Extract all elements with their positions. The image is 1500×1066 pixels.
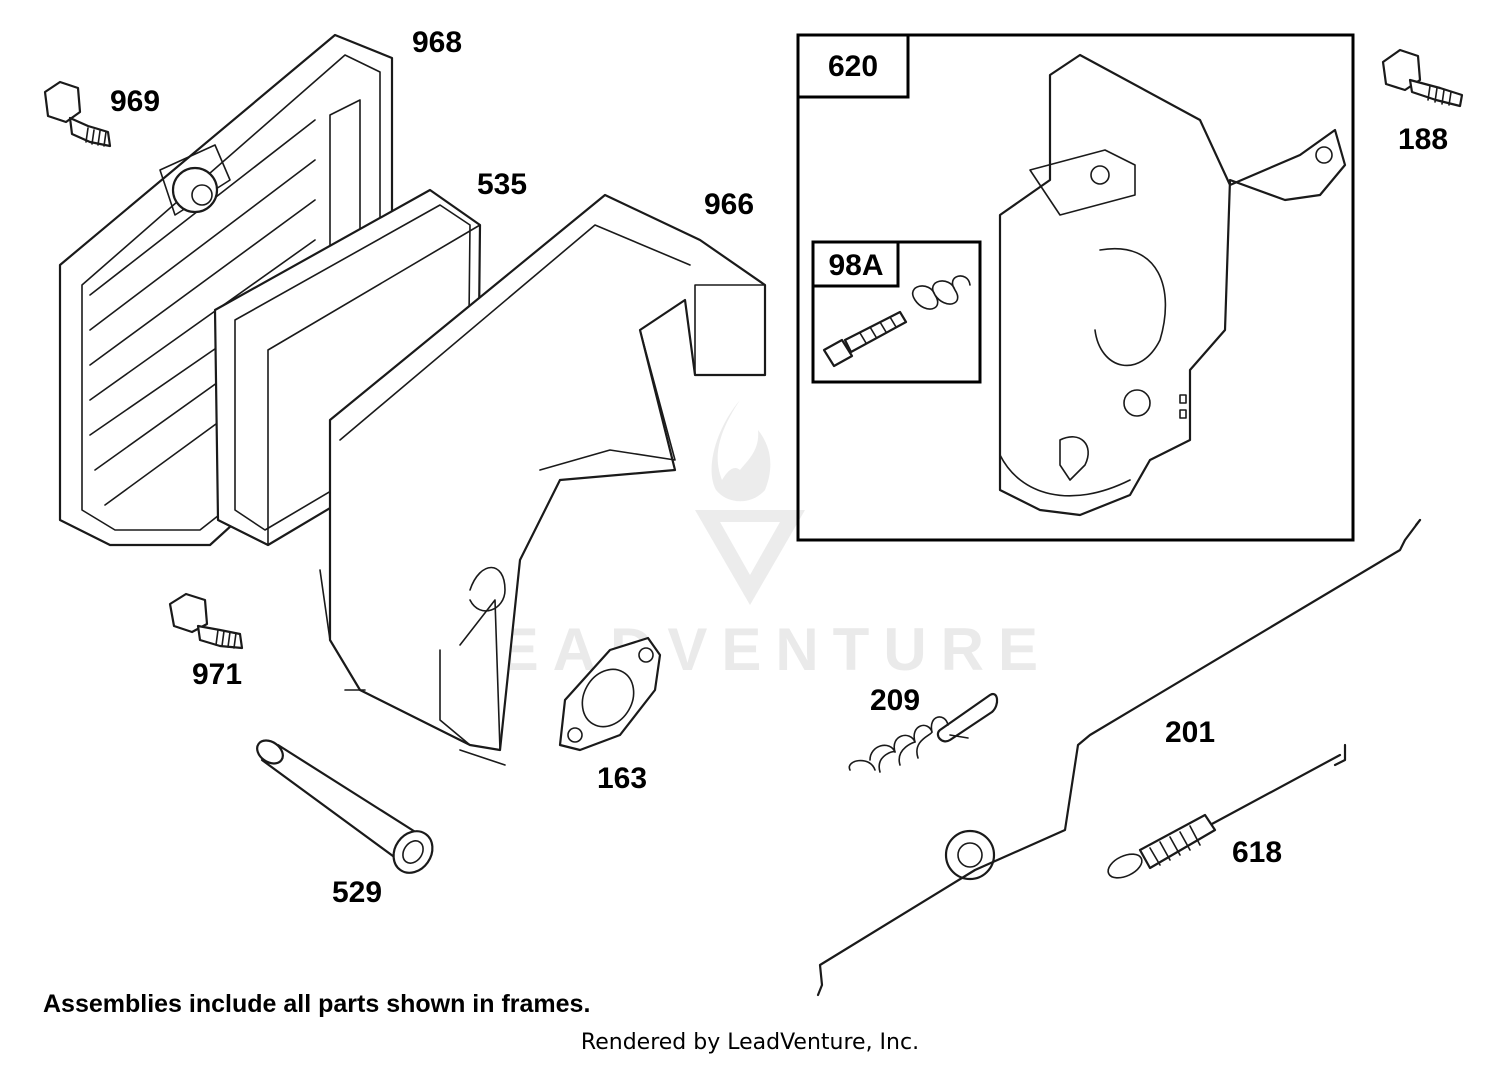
frame-98a-kit: 98A <box>811 240 982 384</box>
part-618-extension-spring[interactable] <box>1104 743 1347 883</box>
callout-966: 966 <box>704 188 754 221</box>
part-188-bolt[interactable] <box>1381 48 1464 108</box>
render-credit: Rendered by LeadVenture, Inc. <box>580 1030 920 1055</box>
frame-620-assembly: 620 <box>796 33 1355 542</box>
leadventure-watermark-logo: LEADVENTURE <box>448 400 1052 683</box>
callout-535: 535 <box>477 168 527 201</box>
part-966-air-cleaner-base[interactable] <box>319 193 767 766</box>
callout-620: 620 <box>828 50 878 83</box>
callout-201: 201 <box>1165 716 1215 749</box>
callout-968: 968 <box>412 26 462 59</box>
callout-969: 969 <box>110 85 160 118</box>
part-163-gasket[interactable] <box>558 636 662 752</box>
assembly-note: Assemblies include all parts shown in fr… <box>43 990 591 1018</box>
part-969-bolt[interactable] <box>43 80 112 148</box>
callout-98a: 98A <box>828 249 883 282</box>
callout-209: 209 <box>870 684 920 717</box>
callout-163: 163 <box>597 762 647 795</box>
callout-188: 188 <box>1398 123 1448 156</box>
callout-971: 971 <box>192 658 242 691</box>
part-529-tube[interactable] <box>253 736 441 881</box>
part-971-bolt[interactable] <box>168 592 244 650</box>
part-209-spring[interactable] <box>848 692 999 773</box>
part-98a-screw-and-spring[interactable] <box>822 275 971 368</box>
callout-618: 618 <box>1232 836 1282 869</box>
callout-529: 529 <box>332 876 382 909</box>
part-201-link-rod[interactable] <box>816 518 1422 997</box>
watermark-text: LEADVENTURE <box>448 616 1052 683</box>
part-620-control-bracket[interactable] <box>998 53 1347 517</box>
